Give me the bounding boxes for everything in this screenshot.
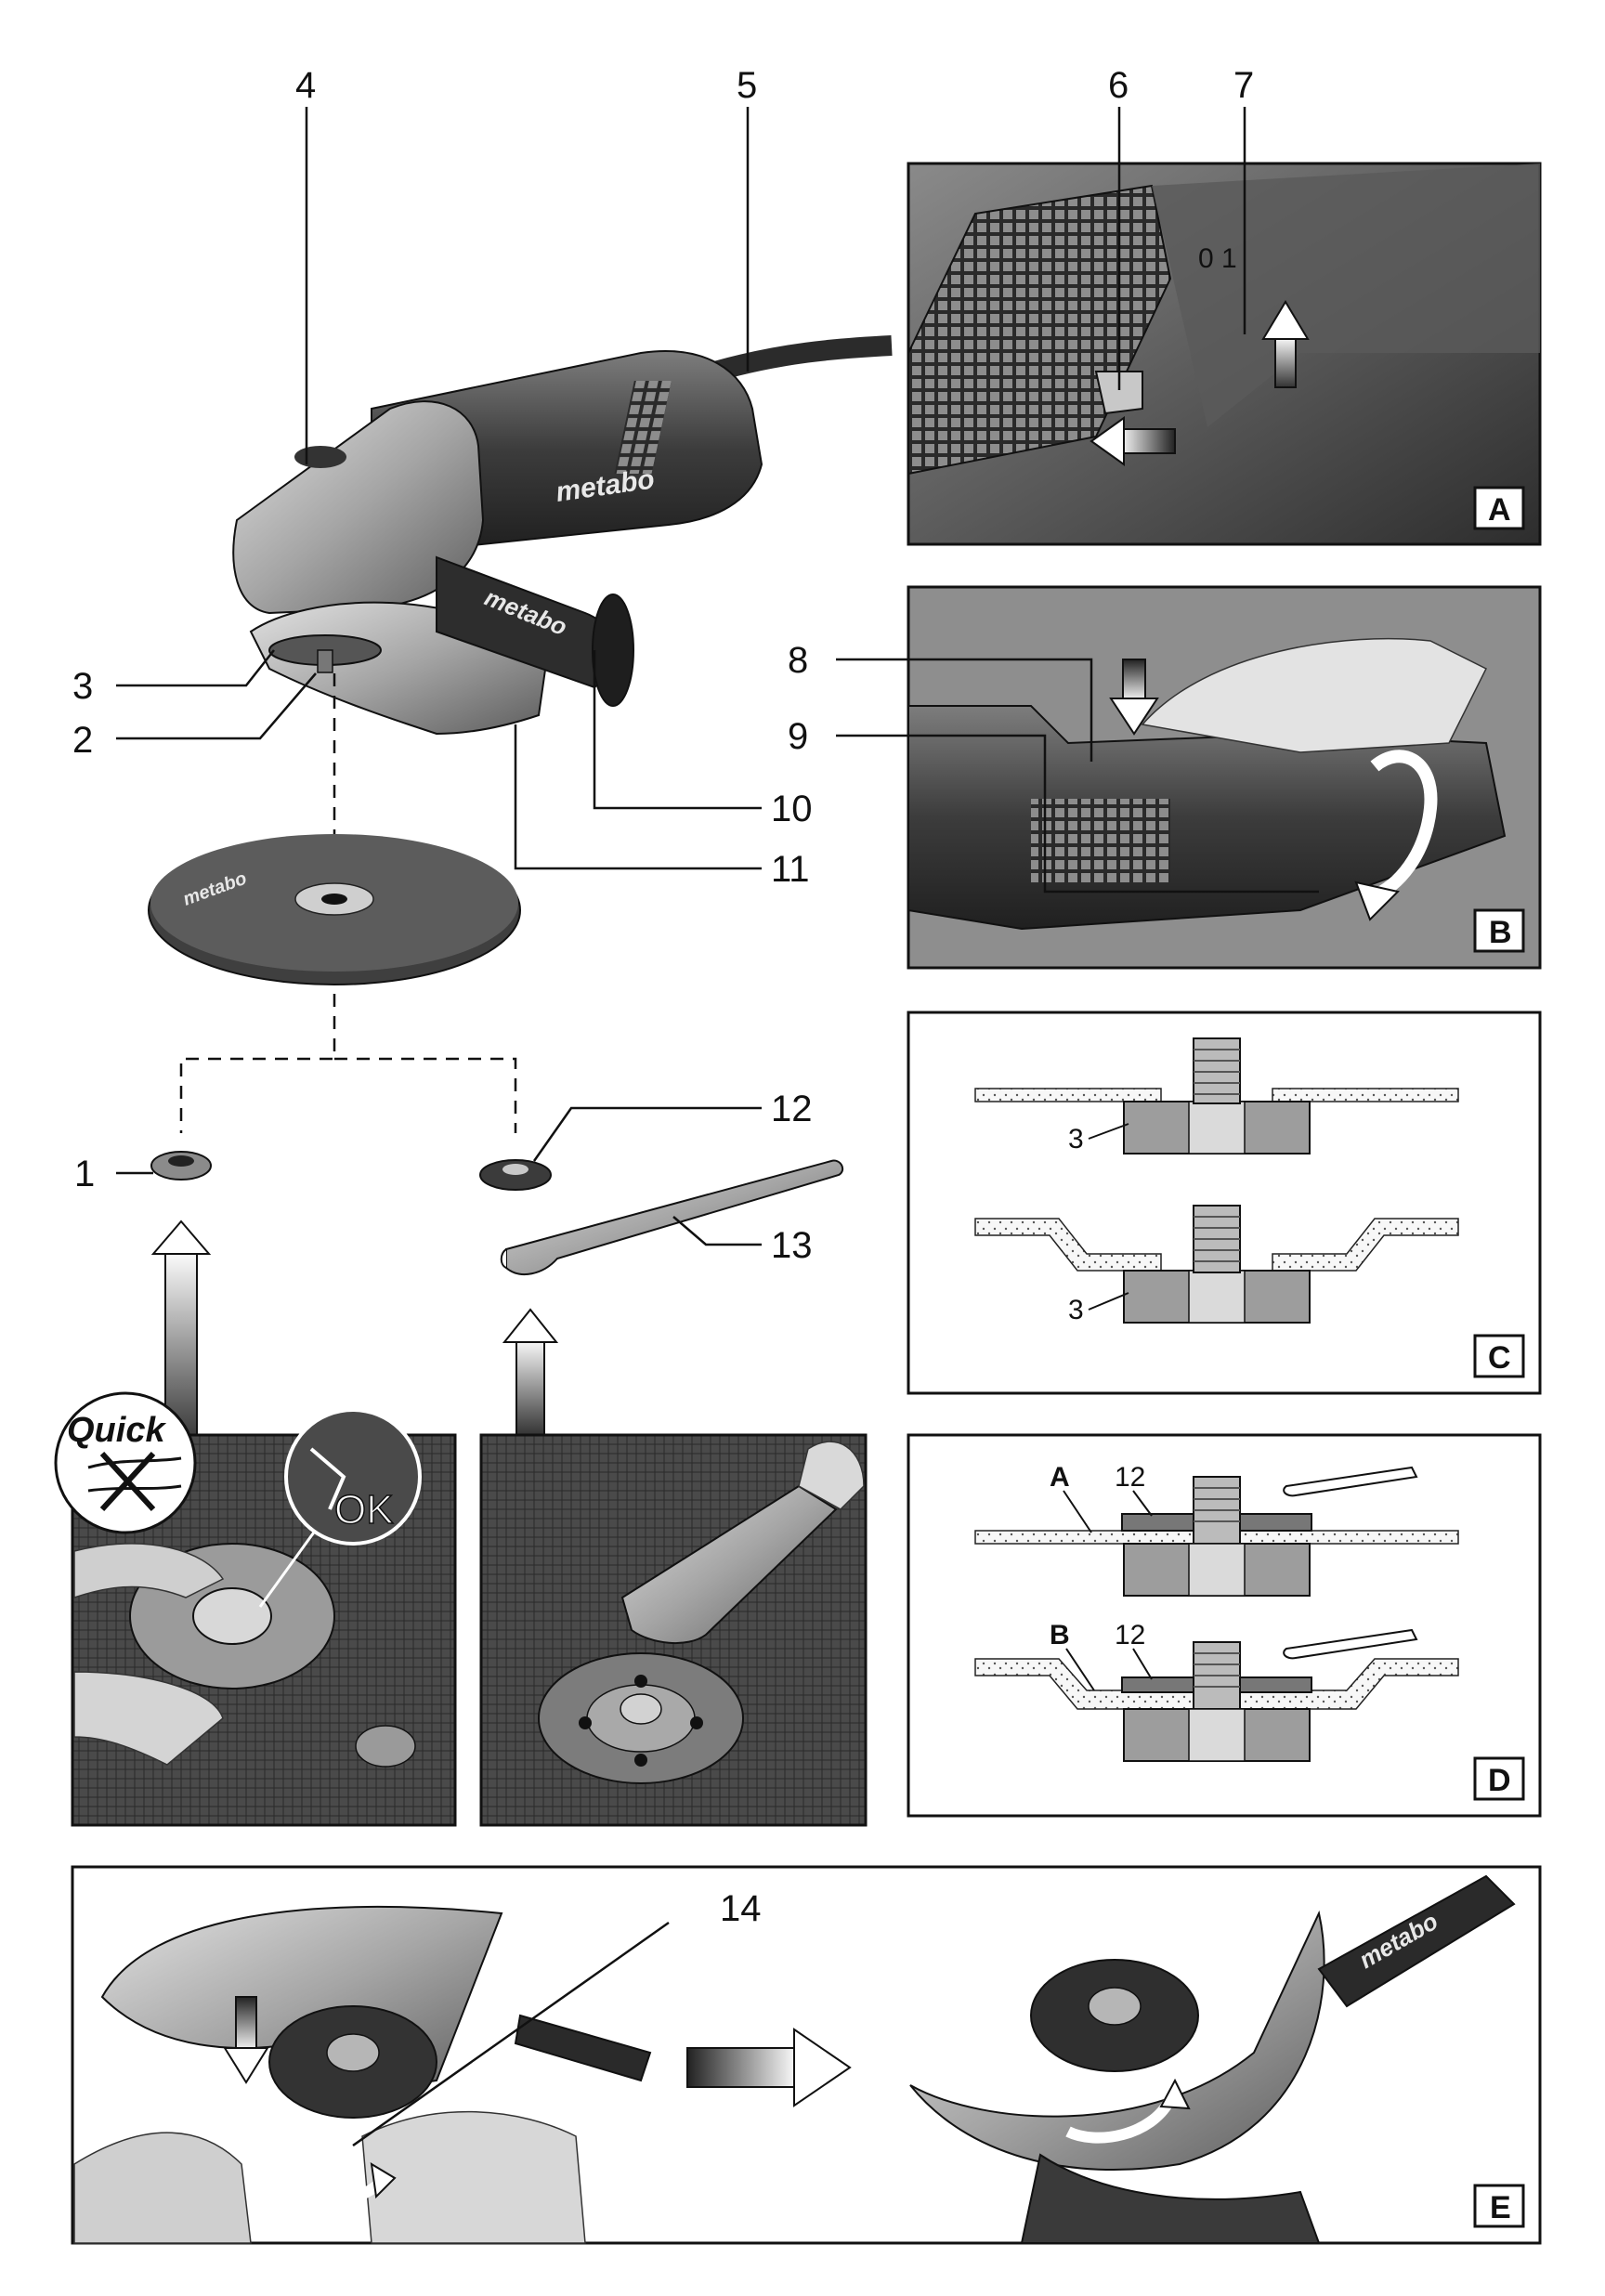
arrow-up-right-icon [502,1308,559,1436]
assembly-guide-lines [179,673,517,1133]
panel-d-badge [1473,1756,1525,1801]
arrow-up-icon [1261,300,1310,388]
panel-b-paddle: B [907,585,1542,970]
callout-5: 5 [737,65,757,106]
vent-grille [1031,799,1170,882]
callout-9: 9 [788,716,808,757]
grinding-disc: metabo [148,834,521,985]
spindle-thread [355,1725,416,1768]
callout-2: 2 [72,720,93,761]
spindle-lock-button [294,446,346,468]
callout-12: 12 [771,1089,813,1129]
arrow-right-large-icon [686,2028,852,2107]
callout-11: 11 [771,849,810,890]
hand-finger [73,1543,225,1599]
panel-d-label-b: B [1050,1620,1070,1650]
callout-13: 13 [771,1225,813,1266]
callout-6: 6 [1108,65,1129,106]
quick-not-allowed-badge: Quick [54,1391,197,1534]
photo-spanner-nut [479,1433,868,1827]
panel-d-num-top: 12 [1115,1462,1145,1493]
panel-d-clamping-nut-diagram: A 12 B 12 D [907,1433,1542,1818]
panel-c-flange-diagram: 3 3 C [907,1011,1542,1395]
panel-a-badge [1473,486,1525,530]
lock-on-button [1094,371,1143,415]
panel-b-letter: B [1489,915,1512,950]
callout-14: 14 [720,1888,762,1929]
spanner-icon-top [1283,1466,1418,1497]
callout-3: 3 [72,666,93,707]
guard-right [909,1910,1325,2172]
spanner-icon-bottom [1283,1628,1418,1660]
panel-a-letter: A [1488,492,1511,528]
callout-14-line [352,1921,670,2147]
handle-right [1317,1874,1516,2008]
hand-left [73,2132,252,2244]
panel-d-num-bottom: 12 [1115,1620,1145,1650]
side-handle-end [592,594,634,707]
panel-e-letter: E [1490,2190,1511,2225]
support-flange-part [150,1151,212,1181]
hand-right [361,2110,586,2244]
callout-1: 1 [74,1154,95,1194]
panel-c-badge [1473,1334,1525,1378]
hand-pressing [1141,637,1488,753]
hand-in-photo [798,1441,865,1510]
power-cable [711,335,893,382]
arrow-down-icon [1109,659,1159,736]
arrow-left-icon [1090,416,1176,466]
ok-label: OK [334,1487,394,1533]
spanner-in-photo [620,1484,838,1645]
panel-d-letter: D [1488,1763,1511,1798]
hand-thumb [73,1671,224,1766]
callouts [116,107,1319,1246]
panel-e-guard-adjustment: metabo E [71,1865,1542,2245]
housing-vents [614,381,672,474]
switch-position-marks: 0 1 [1198,243,1237,274]
panel-c-label-bottom: 3 [1068,1295,1084,1325]
panel-e-badge [1473,2184,1525,2228]
housing-right [1020,2153,1321,2244]
callout-10: 10 [771,789,813,829]
panel-b-badge [1473,908,1525,953]
magnifier-circle [284,1408,422,1546]
cross-icon [99,1451,156,1512]
rotate-arrow-e2-icon [1065,2095,1176,2144]
callout-7: 7 [1233,65,1254,106]
spindle [317,649,333,673]
panel-c-label-top: 3 [1068,1124,1084,1155]
panel-c-letter: C [1488,1340,1511,1376]
rotate-arrow-icon [1370,750,1438,903]
angle-grinder-overview: metabo metabo [232,335,893,736]
panel-a-switch: 0 1 A [907,162,1542,546]
callout-8: 8 [788,640,808,681]
arrow-down-e-icon [223,1996,269,2084]
handle-left [514,2014,652,2082]
clamping-nut-part [479,1159,552,1191]
callout-4: 4 [295,65,316,106]
panel-d-label-a: A [1050,1462,1070,1493]
quick-badge-label: Quick [67,1411,166,1450]
